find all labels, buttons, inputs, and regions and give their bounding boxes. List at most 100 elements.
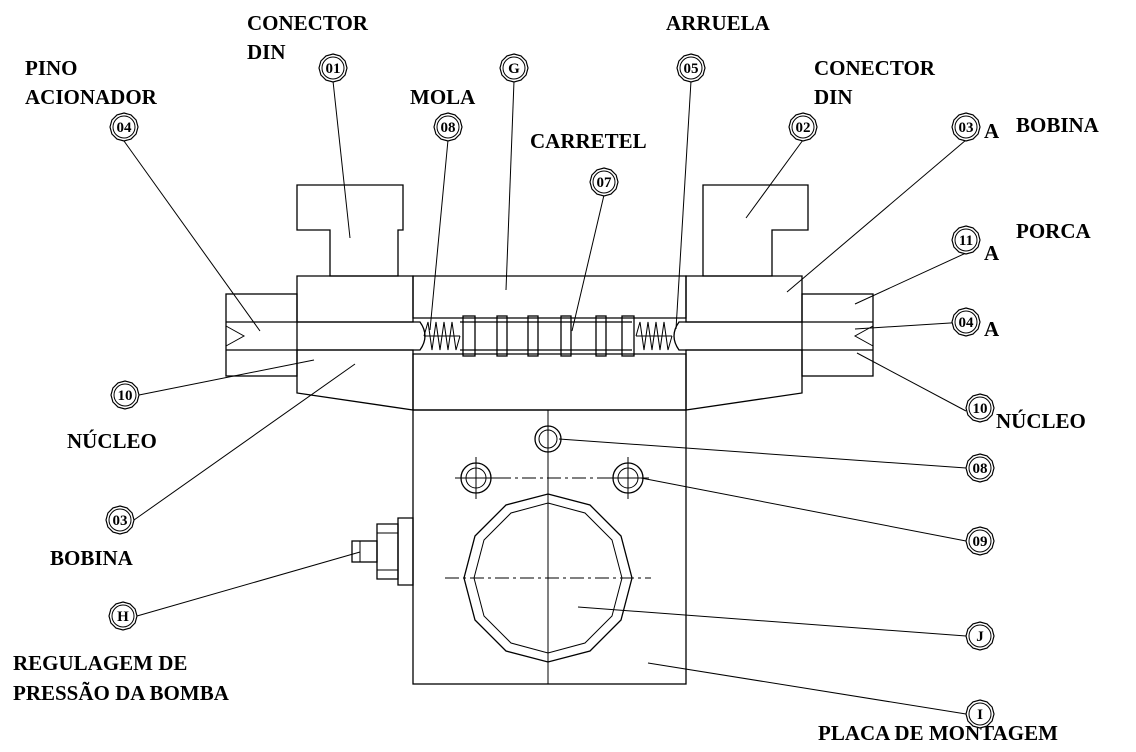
callout-balloon-shape xyxy=(965,621,995,651)
callout-balloon-ring xyxy=(954,228,978,252)
callout-balloon-shape xyxy=(108,601,138,631)
callout-balloon-shape xyxy=(965,526,995,556)
label-bobina-left: BOBINA xyxy=(50,546,134,570)
callout-number: I xyxy=(977,707,983,723)
callout-number: 08 xyxy=(973,461,988,477)
callout-balloon-shape xyxy=(109,112,139,142)
callout-number: 03 xyxy=(959,120,974,136)
callout-balloon-ring xyxy=(954,310,978,334)
label-mola: MOLA xyxy=(410,85,476,109)
callout-balloon-shape xyxy=(433,112,463,142)
label-pino-2: ACIONADOR xyxy=(25,85,158,109)
label-conector-din-left-1: CONECTOR xyxy=(247,11,369,35)
callout-balloon-ring xyxy=(679,56,703,80)
callout-number: H xyxy=(117,609,129,625)
callout-number: G xyxy=(508,61,520,77)
callout-number: 05 xyxy=(684,61,699,77)
callout-balloon-ring xyxy=(968,624,992,648)
callout-b08-lower: 08 xyxy=(965,453,995,483)
label-arruela: ARRUELA xyxy=(666,11,771,35)
callout-balloon-ring xyxy=(502,56,526,80)
label-conector-din-left-2: DIN xyxy=(247,40,286,64)
callout-balloon-ring xyxy=(113,383,137,407)
din-connector-right xyxy=(702,184,809,277)
nut-left xyxy=(225,293,298,377)
callout-b04-right: 04 xyxy=(951,307,981,337)
callout-number: 10 xyxy=(118,388,133,404)
callout-number: J xyxy=(976,629,984,645)
callout-number: 10 xyxy=(973,401,988,417)
callout-balloon-ring xyxy=(111,604,135,628)
callout-b11: 11 xyxy=(951,225,981,255)
callout-number: 11 xyxy=(959,233,973,249)
callout-balloon-shape xyxy=(105,505,135,535)
callout-balloon-shape xyxy=(951,225,981,255)
callout-balloon-shape xyxy=(499,53,529,83)
callout-balloon-ring xyxy=(791,115,815,139)
callout-b03-right: 03 xyxy=(951,112,981,142)
callout-number: 07 xyxy=(597,175,613,191)
label-regulagem-1: REGULAGEM DE xyxy=(13,651,187,675)
callout-balloon-shape xyxy=(788,112,818,142)
callout-b10-right: 10 xyxy=(965,393,995,423)
callout-b02: 02 xyxy=(788,112,818,142)
callout-b04-left: 04 xyxy=(109,112,139,142)
spool xyxy=(460,315,635,357)
callout-balloon-ring xyxy=(112,115,136,139)
callout-b09: 09 xyxy=(965,526,995,556)
callout-bH: H xyxy=(108,601,138,631)
callout-b05: 05 xyxy=(676,53,706,83)
callout-balloon-shape xyxy=(951,307,981,337)
callout-number: 09 xyxy=(973,534,988,550)
din-connector-left xyxy=(296,184,404,277)
callout-balloon-shape xyxy=(965,393,995,423)
callout-balloon-shape xyxy=(965,453,995,483)
callout-balloon-ring xyxy=(436,115,460,139)
callout-bJ: J xyxy=(965,621,995,651)
callout-balloon-shape xyxy=(589,167,619,197)
callout-b10-left: 10 xyxy=(110,380,140,410)
pressure-regulator xyxy=(351,517,414,586)
callout-balloon-shape xyxy=(965,699,995,729)
main-port xyxy=(445,493,651,663)
callout-balloon-ring xyxy=(968,702,992,726)
label-placa: PLACA DE MONTAGEM xyxy=(818,721,1058,745)
valve-body xyxy=(412,275,687,411)
callout-bI: I xyxy=(965,699,995,729)
callout-balloon-shape xyxy=(951,112,981,142)
callout-number: 04 xyxy=(959,315,975,331)
callout-number: 02 xyxy=(796,120,811,136)
callout-number: 04 xyxy=(117,120,133,136)
callout-balloon-shape xyxy=(110,380,140,410)
coil-left xyxy=(296,275,414,411)
callout-number: 08 xyxy=(441,120,456,136)
callout-balloon-ring xyxy=(108,508,132,532)
label-pino-1: PINO xyxy=(25,56,78,80)
label-nucleo-right: NÚCLEO xyxy=(996,409,1086,433)
label-conector-din-right-2: DIN xyxy=(814,85,853,109)
callout-balloon-ring xyxy=(968,456,992,480)
callout-suffix: A xyxy=(984,317,1000,341)
callout-b01: 01 xyxy=(318,53,348,83)
callout-balloon-ring xyxy=(592,170,616,194)
callout-number: 03 xyxy=(113,513,128,529)
callout-b03-left: 03 xyxy=(105,505,135,535)
label-nucleo-left: NÚCLEO xyxy=(67,429,157,453)
callout-suffix: A xyxy=(984,241,1000,265)
callout-b07: 07 xyxy=(589,167,619,197)
mounting-hole-left xyxy=(455,457,497,499)
callout-bG: G xyxy=(499,53,529,83)
callout-balloon-ring xyxy=(968,529,992,553)
callout-balloon-ring xyxy=(954,115,978,139)
label-regulagem-2: PRESSÃO DA BOMBA xyxy=(13,681,230,705)
label-conector-din-right-1: CONECTOR xyxy=(814,56,936,80)
callout-balloon-ring xyxy=(321,56,345,80)
mounting-plate xyxy=(412,409,687,685)
coil-right xyxy=(685,275,803,411)
callout-balloon-shape xyxy=(676,53,706,83)
callout-suffix: A xyxy=(984,119,1000,143)
callout-balloon-shape xyxy=(318,53,348,83)
callout-balloon-ring xyxy=(968,396,992,420)
label-carretel: CARRETEL xyxy=(530,129,647,153)
